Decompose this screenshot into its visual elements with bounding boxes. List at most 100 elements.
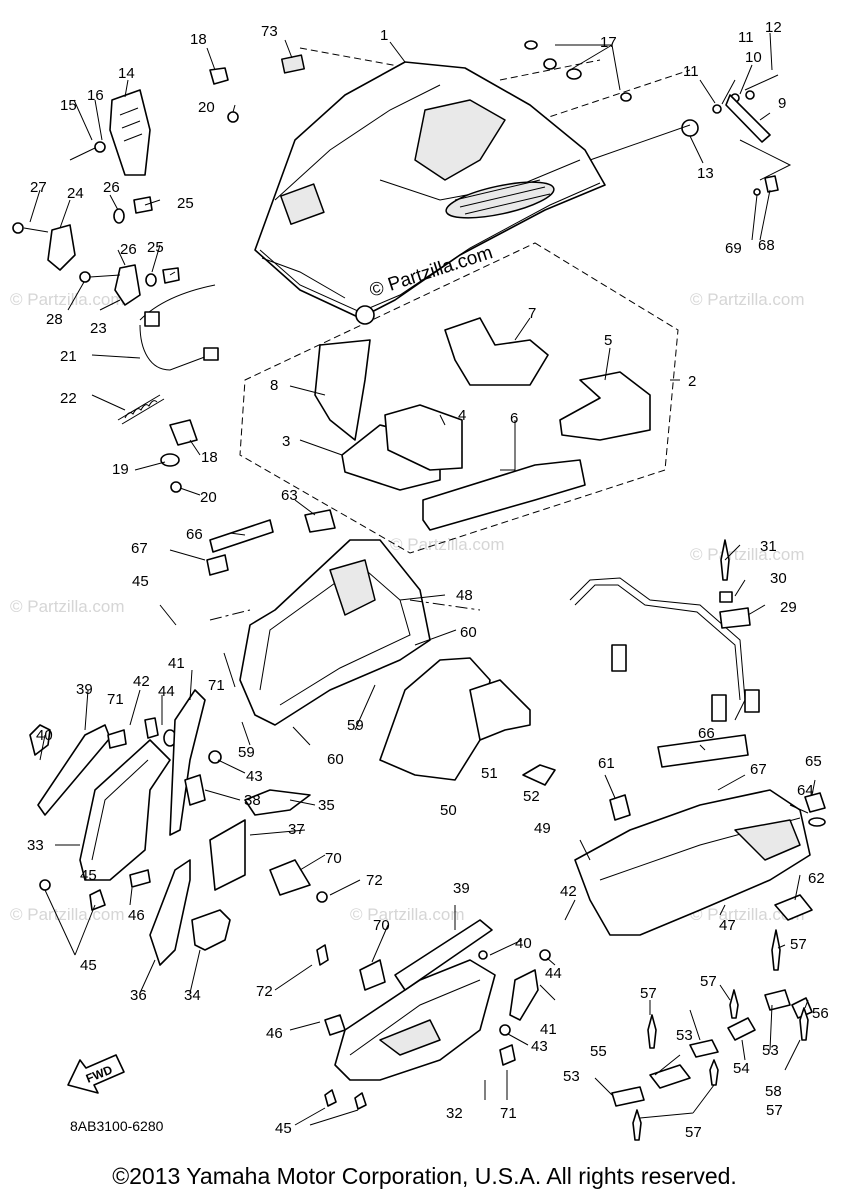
callout-label: 30 xyxy=(770,570,787,587)
callout-label: 8 xyxy=(270,377,278,394)
callout-label: 72 xyxy=(366,872,383,889)
callout-label: 56 xyxy=(812,1005,829,1022)
callout-label: 18 xyxy=(190,31,207,48)
callout-label: 66 xyxy=(186,526,203,543)
callout-label: 45 xyxy=(132,573,149,590)
callout-label: 16 xyxy=(87,87,104,104)
watermark: © Partzilla.com xyxy=(10,905,125,924)
callout-label: 58 xyxy=(765,1083,782,1100)
callout-label: 19 xyxy=(112,461,129,478)
watermark: © Partzilla.com xyxy=(690,545,805,564)
callout-label: 39 xyxy=(453,880,470,897)
fwd-arrow-icon: FWD xyxy=(67,1054,125,1094)
callout-label: 52 xyxy=(523,788,540,805)
lower-panel-right xyxy=(574,734,826,936)
callout-label: 9 xyxy=(778,95,786,112)
callout-label: 34 xyxy=(184,987,201,1004)
callout-label: 38 xyxy=(244,792,261,809)
callout-label: 41 xyxy=(540,1021,557,1038)
callout-label: 4 xyxy=(458,407,466,424)
callout-label: 61 xyxy=(598,755,615,772)
watermark: © Partzilla.com xyxy=(350,905,465,924)
callout-label: 41 xyxy=(168,655,185,672)
callout-label: 42 xyxy=(560,883,577,900)
callout-label: 67 xyxy=(131,540,148,557)
lower-panel-center xyxy=(316,919,551,1110)
callout-label: 48 xyxy=(456,587,473,604)
callout-label: 45 xyxy=(80,957,97,974)
callout-label: 43 xyxy=(531,1038,548,1055)
callout-label: 24 xyxy=(67,185,84,202)
callout-label: 1 xyxy=(380,27,388,44)
callout-label: 60 xyxy=(327,751,344,768)
callout-label: 6 xyxy=(510,410,518,427)
watermark: © Partzilla.com xyxy=(690,290,805,309)
callout-label: 28 xyxy=(46,311,63,328)
callout-label: 40 xyxy=(515,935,532,952)
watermark: © Partzilla.com xyxy=(690,905,805,924)
callout-label: 26 xyxy=(120,241,137,258)
callout-label: 39 xyxy=(76,681,93,698)
callout-label: 46 xyxy=(266,1025,283,1042)
diagram-code: 8AB3100-6280 xyxy=(70,1118,164,1134)
callout-label: 44 xyxy=(545,965,562,982)
callout-label: 68 xyxy=(758,237,775,254)
callout-label: 26 xyxy=(103,179,120,196)
callout-label: 3 xyxy=(282,433,290,450)
callout-label: 67 xyxy=(750,761,767,778)
callout-label: 18 xyxy=(201,449,218,466)
callout-label: 63 xyxy=(281,487,298,504)
callout-label: 21 xyxy=(60,348,77,365)
callout-label: 57 xyxy=(790,936,807,953)
callout-label: 20 xyxy=(198,99,215,116)
foam-set-outline xyxy=(239,242,679,554)
callout-label: 17 xyxy=(600,34,617,51)
callout-label: 50 xyxy=(440,802,457,819)
handlebar-bracket xyxy=(569,539,760,722)
callout-label: 44 xyxy=(158,683,175,700)
callout-label: 35 xyxy=(318,797,335,814)
callout-label: 20 xyxy=(200,489,217,506)
callout-label: 60 xyxy=(460,624,477,641)
callout-label: 32 xyxy=(446,1105,463,1122)
callout-label: 25 xyxy=(147,239,164,256)
callout-label: 57 xyxy=(700,973,717,990)
lower-panel-left xyxy=(29,689,328,966)
leader-lines xyxy=(29,32,816,1126)
callout-label: 54 xyxy=(733,1060,750,1077)
callout-label: 13 xyxy=(697,165,714,182)
callout-label: 25 xyxy=(177,195,194,212)
callout-label: 73 xyxy=(261,23,278,40)
callout-label: 70 xyxy=(325,850,342,867)
callout-labels: 1 2 3 4 5 6 7 8 9 10 11 11 12 13 14 15 1… xyxy=(27,19,829,1141)
callout-label: 11 xyxy=(738,29,754,46)
callout-label: 37 xyxy=(288,821,305,838)
callout-label: 45 xyxy=(80,867,97,884)
callout-label: 70 xyxy=(373,917,390,934)
panel-tray xyxy=(206,509,481,726)
callout-label: 57 xyxy=(766,1102,783,1119)
callout-label: 49 xyxy=(534,820,551,837)
callout-label: 43 xyxy=(246,768,263,785)
callout-label: 36 xyxy=(130,987,147,1004)
callout-label: 71 xyxy=(107,691,124,708)
callout-label: 45 xyxy=(275,1120,292,1137)
callout-label: 12 xyxy=(765,19,782,36)
callout-label: 72 xyxy=(256,983,273,1000)
panels-50-52 xyxy=(379,657,556,786)
callout-label: 47 xyxy=(719,917,736,934)
callout-label: 27 xyxy=(30,179,47,196)
callout-label: 57 xyxy=(685,1124,702,1141)
callout-label: 55 xyxy=(590,1043,607,1060)
callout-label: 40 xyxy=(36,727,53,744)
callout-label: 23 xyxy=(90,320,107,337)
callout-label: 14 xyxy=(118,65,135,82)
callout-label: 5 xyxy=(604,332,612,349)
watermark: © Partzilla.com xyxy=(390,535,505,554)
callout-label: 10 xyxy=(745,49,762,66)
callout-label: 46 xyxy=(128,907,145,924)
callout-label: 31 xyxy=(760,538,777,555)
callout-label: 11 xyxy=(683,63,699,80)
callout-label: 71 xyxy=(500,1105,517,1122)
